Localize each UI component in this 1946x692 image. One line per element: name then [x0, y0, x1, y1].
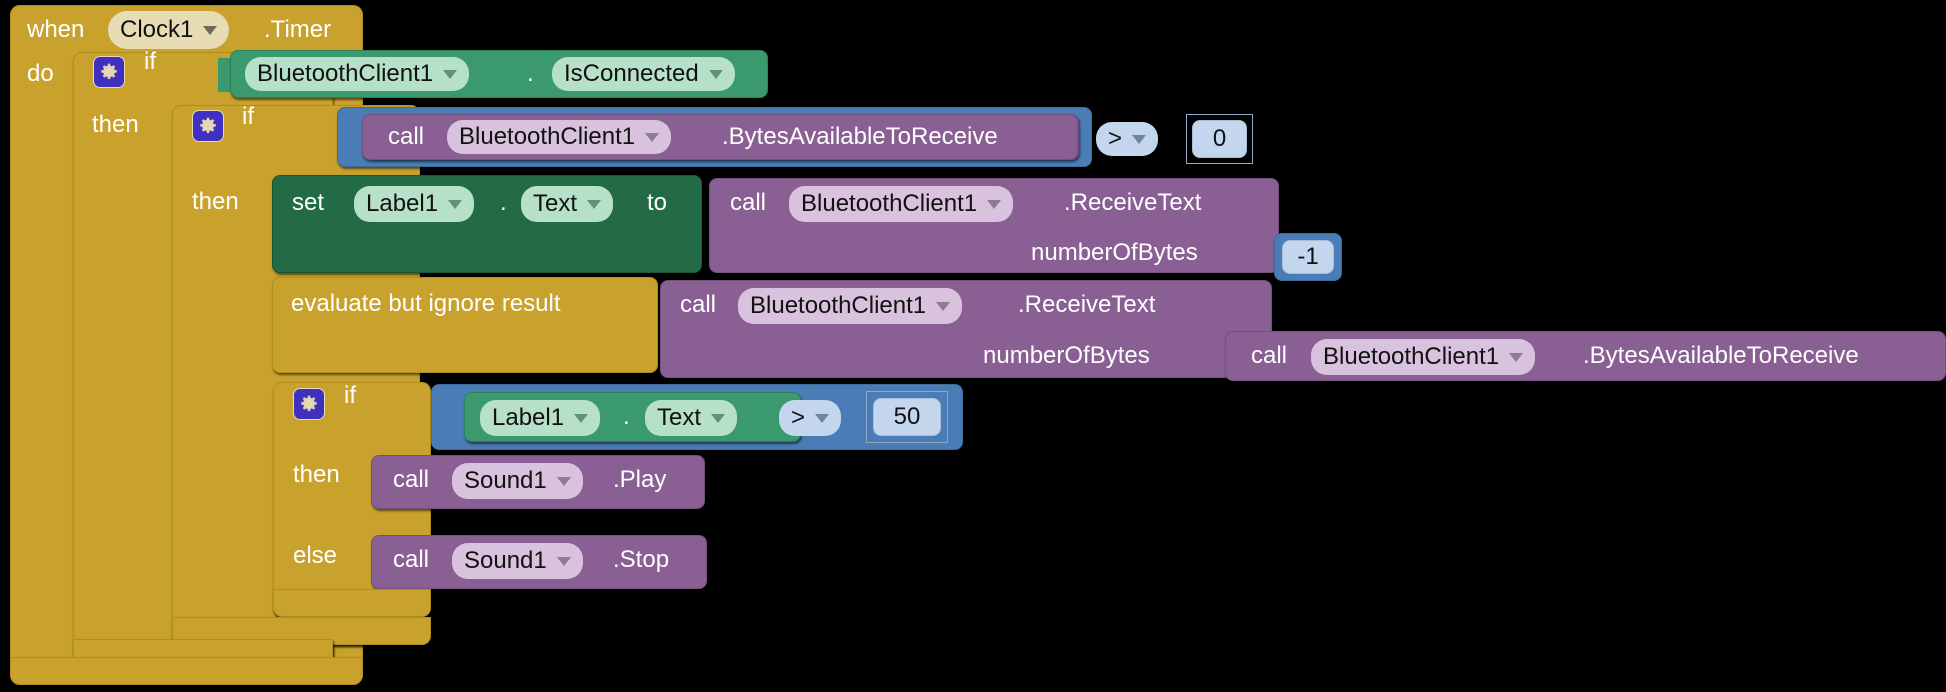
then-label-outer: then [92, 111, 139, 138]
number-block-zero-outline [1186, 114, 1253, 164]
numberofbytes-label-2: numberOfBytes [983, 342, 1150, 369]
call-label-sound-stop: call [393, 546, 430, 573]
getter-property-label: IsConnected [564, 60, 699, 87]
chevron-down-icon[interactable] [711, 413, 726, 423]
number-field-minus-one[interactable]: -1 [1282, 240, 1334, 274]
sound-stop-component-label: Sound1 [464, 547, 547, 574]
call-label-receivetext-1: call [730, 189, 767, 216]
getter-label1-component-label: Label1 [492, 404, 565, 431]
chevron-down-icon[interactable] [443, 69, 458, 79]
setter-property-label: Text [533, 190, 578, 217]
method-component-dropdown-bytes[interactable]: BluetoothClient1 [447, 120, 672, 154]
set-label: set [292, 189, 325, 216]
number-block-fifty-outline [866, 391, 948, 443]
sound-play-method-name: .Play [613, 466, 667, 493]
numberofbytes-label-1: numberOfBytes [1031, 239, 1198, 266]
call-label-sound-play: call [393, 466, 430, 493]
receivetext-method-name-2: .ReceiveText [1018, 291, 1156, 318]
chevron-down-icon[interactable] [203, 25, 218, 35]
bytes-nested-component-label: BluetoothClient1 [1323, 343, 1500, 370]
receivetext-method-name-1: .ReceiveText [1064, 189, 1202, 216]
operator-dropdown-gt-zero[interactable]: > [1096, 122, 1159, 156]
number-field-fifty[interactable]: 50 [873, 398, 941, 436]
sound-play-component-label: Sound1 [464, 467, 547, 494]
chevron-down-icon[interactable] [645, 132, 660, 142]
chevron-down-icon[interactable] [815, 413, 830, 423]
event-block-bottom-bar [10, 657, 363, 685]
chevron-down-icon[interactable] [708, 69, 723, 79]
gear-icon-inner-if[interactable] [293, 388, 325, 420]
chevron-down-icon[interactable] [574, 413, 589, 423]
gear-icon-middle-if[interactable] [192, 110, 224, 142]
else-label-inner: else [293, 542, 338, 569]
method-component-label: BluetoothClient1 [459, 123, 636, 150]
if-label-middle: if [242, 103, 254, 130]
event-name-label: .Timer [264, 16, 332, 43]
sound-play-component-dropdown[interactable]: Sound1 [452, 463, 583, 499]
getter-label1-dot: . [623, 403, 630, 430]
when-label: when [27, 16, 85, 43]
receivetext-component-dropdown-1[interactable]: BluetoothClient1 [789, 186, 1014, 222]
getter-label1-component-dropdown[interactable]: Label1 [480, 400, 601, 436]
method-name-bytes: .BytesAvailableToReceive [722, 123, 998, 150]
getter-dot: . [527, 60, 534, 87]
operator-dropdown-gt-50[interactable]: > [779, 400, 842, 436]
chevron-down-icon[interactable] [556, 556, 571, 566]
evaluate-ignore-block[interactable] [272, 277, 658, 373]
then-label-inner: then [293, 461, 340, 488]
operator-label-50: > [791, 404, 806, 431]
event-component-dropdown[interactable]: Clock1 [108, 11, 230, 49]
if-label-inner: if [344, 382, 356, 409]
if-label-outer: if [144, 48, 156, 75]
setter-component-dropdown[interactable]: Label1 [354, 186, 475, 222]
getter-label1-property-label: Text [657, 404, 702, 431]
chevron-down-icon[interactable] [1509, 352, 1524, 362]
if-inner-bottom-bar [273, 589, 431, 617]
sound-stop-method-name: .Stop [613, 546, 670, 573]
operator-label: > [1108, 125, 1123, 152]
then-label-middle: then [192, 188, 239, 215]
setter-property-dropdown[interactable]: Text [521, 186, 614, 222]
call-label-bytes-nested: call [1251, 342, 1288, 369]
chevron-down-icon[interactable] [1132, 134, 1147, 144]
setter-dot: . [500, 189, 507, 216]
number-field-zero[interactable]: 0 [1192, 120, 1247, 158]
getter-label1-property-dropdown[interactable]: Text [645, 400, 738, 436]
call-label-receivetext-2: call [680, 291, 717, 318]
receivetext-component-label-2: BluetoothClient1 [750, 292, 927, 319]
chevron-down-icon[interactable] [936, 301, 951, 311]
do-label: do [27, 60, 54, 87]
chevron-down-icon[interactable] [448, 199, 463, 209]
call-label-bytes: call [388, 123, 425, 150]
bytes-nested-method-name: .BytesAvailableToReceive [1583, 342, 1859, 369]
event-component-label: Clock1 [120, 16, 194, 43]
receivetext-component-dropdown-2[interactable]: BluetoothClient1 [738, 288, 963, 324]
setter-block-label1-text[interactable] [272, 175, 702, 273]
sound-stop-component-dropdown[interactable]: Sound1 [452, 543, 583, 579]
bytes-nested-component-dropdown[interactable]: BluetoothClient1 [1311, 339, 1536, 375]
setter-component-label: Label1 [366, 190, 439, 217]
chevron-down-icon[interactable] [987, 199, 1002, 209]
to-label: to [647, 189, 668, 216]
gear-icon-outer-if[interactable] [93, 56, 125, 88]
chevron-down-icon[interactable] [556, 476, 571, 486]
evaluate-ignore-label: evaluate but ignore result [291, 290, 561, 317]
getter-component-label: BluetoothClient1 [257, 60, 434, 87]
getter-property-dropdown[interactable]: IsConnected [552, 57, 735, 91]
receivetext-component-label: BluetoothClient1 [801, 190, 978, 217]
getter-component-dropdown[interactable]: BluetoothClient1 [245, 57, 470, 91]
chevron-down-icon[interactable] [587, 199, 602, 209]
